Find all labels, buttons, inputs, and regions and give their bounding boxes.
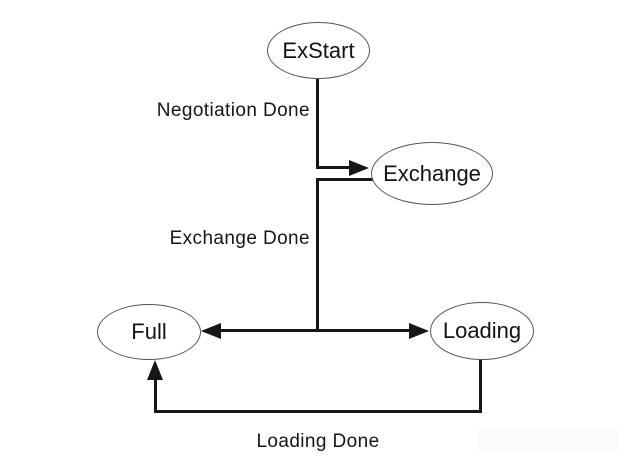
edge-label-exchange-done: Exchange Done bbox=[169, 228, 310, 249]
arrowhead-into-loading-icon bbox=[409, 323, 429, 339]
edge-label-negotiation-done: Negotiation Done bbox=[156, 100, 310, 121]
background-artifact bbox=[478, 427, 618, 452]
node-loading: Loading bbox=[430, 302, 534, 360]
edge-full-loading-horizontal bbox=[217, 329, 413, 332]
node-exstart: ExStart bbox=[267, 22, 370, 79]
edge-loading-to-full-horizontal bbox=[154, 410, 482, 413]
edge-exstart-to-exchange-horizontal bbox=[316, 166, 352, 169]
edge-up-to-full-vertical bbox=[154, 377, 157, 413]
edge-loading-down-vertical bbox=[479, 356, 482, 413]
node-loading-label: Loading bbox=[442, 318, 522, 343]
node-exchange-label: Exchange bbox=[383, 160, 481, 186]
edge-exchange-down-vertical bbox=[316, 178, 319, 332]
node-exstart-label: ExStart bbox=[282, 37, 355, 63]
edge-label-loading-done: Loading Done bbox=[256, 431, 380, 452]
edge-exstart-to-exchange-vertical bbox=[316, 77, 319, 169]
edge-exchange-out-horizontal bbox=[316, 178, 373, 181]
arrowhead-into-full-icon bbox=[201, 323, 221, 339]
node-exchange: Exchange bbox=[371, 142, 493, 205]
node-full-label: Full bbox=[131, 319, 167, 344]
node-full: Full bbox=[97, 304, 201, 360]
arrowhead-into-full-bottom-icon bbox=[147, 360, 163, 380]
arrowhead-into-exchange-icon bbox=[349, 160, 369, 176]
